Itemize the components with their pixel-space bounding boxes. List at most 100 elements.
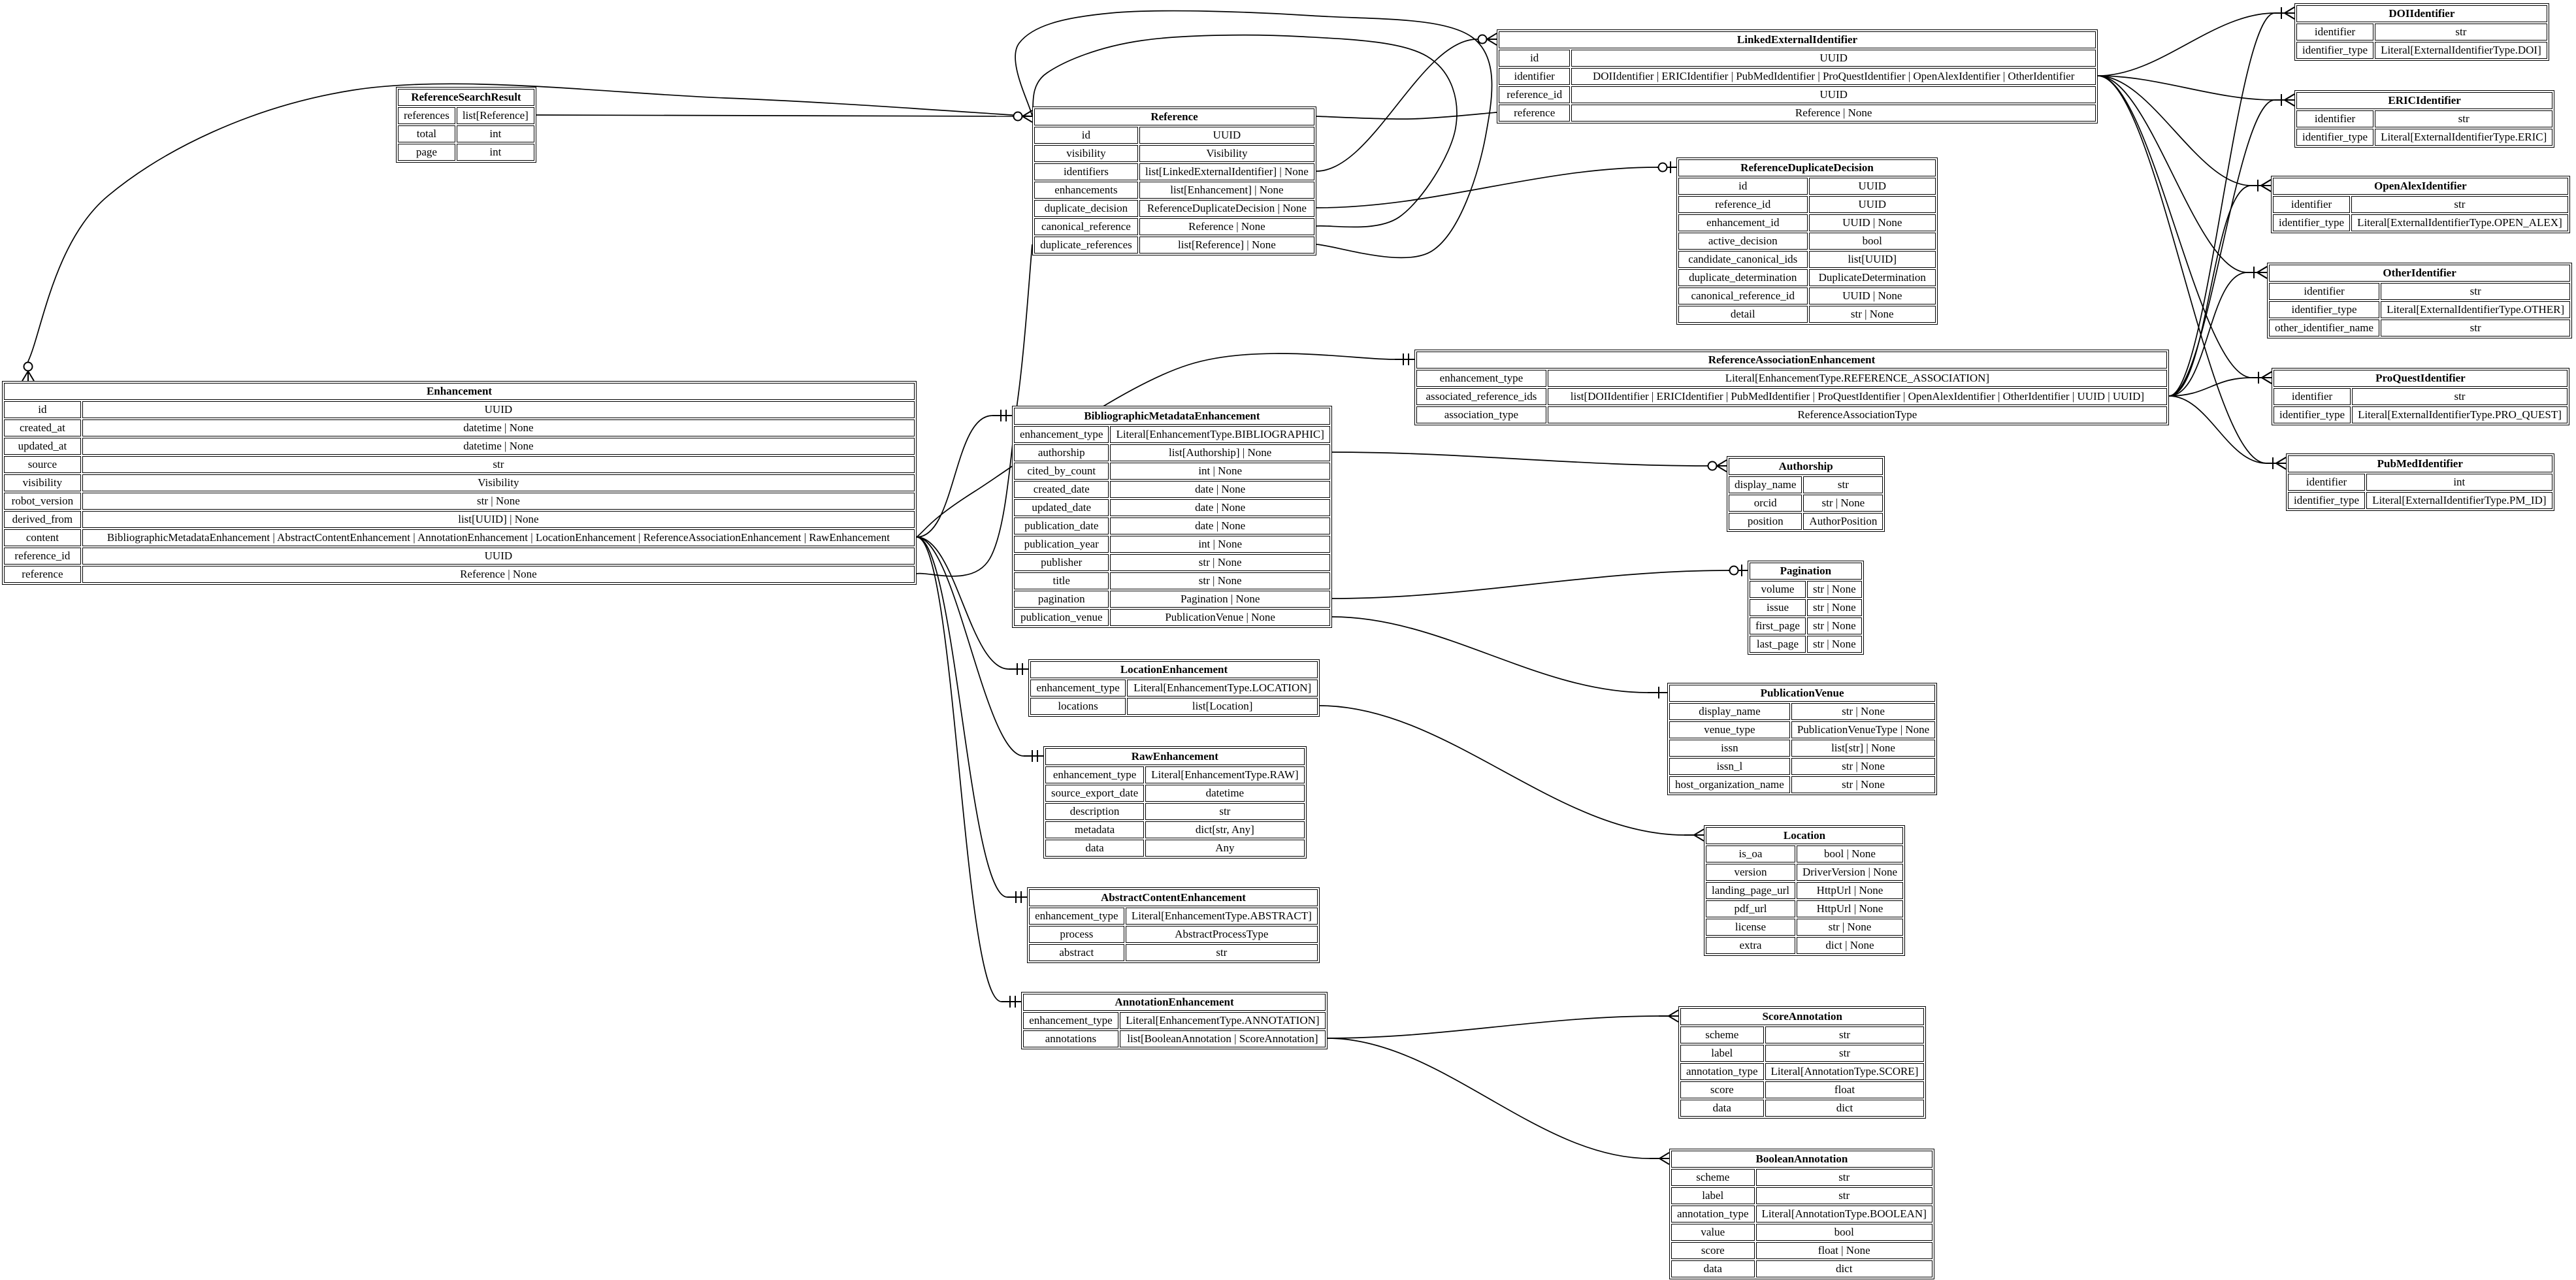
field-type: str xyxy=(1755,1187,1932,1204)
field-type: dict | None xyxy=(1796,937,1903,954)
cardinality-marker-zero-many xyxy=(1013,110,1033,123)
field-name: identifier xyxy=(2296,110,2374,127)
entity-title: LocationEnhancement xyxy=(1030,661,1318,678)
field-type: list[Location] xyxy=(1127,698,1318,715)
field-name: display_name xyxy=(1729,476,1802,493)
field-name: reference xyxy=(1499,105,1571,122)
field-type: str | None xyxy=(1808,306,1936,323)
entity-title: ReferenceDuplicateDecision xyxy=(1678,159,1936,176)
entity-title-row: Location xyxy=(1706,827,1903,844)
field-name: position xyxy=(1729,513,1802,530)
cardinality-marker-zero-many xyxy=(22,361,35,382)
edge-Reference.enhancements->Enhancement xyxy=(27,83,1033,362)
field-name: enhancement_type xyxy=(1014,426,1109,443)
entity-title-row: ReferenceSearchResult xyxy=(398,89,534,106)
field-name: identifier_type xyxy=(2274,406,2351,423)
field-type: str | None xyxy=(1791,776,1936,793)
field-type: UUID xyxy=(82,401,915,418)
field-type: Literal[AnnotationType.BOOLEAN] xyxy=(1755,1206,1932,1223)
field-type: UUID xyxy=(1571,86,2096,103)
entity-title-row: OtherIdentifier xyxy=(2269,265,2571,282)
field-type: Literal[ExternalIdentifierType.PM_ID] xyxy=(2366,492,2552,509)
edge-LocationEnhancement.locations->Location xyxy=(1319,705,1685,836)
edge-ReferenceSearchResult.references->Reference xyxy=(536,114,1013,117)
edge-Reference.canonical_reference->Reference xyxy=(1032,34,1458,228)
entity-title: PublicationVenue xyxy=(1669,685,1936,702)
edge-Enhancement.content->RawEnhancement xyxy=(916,536,1024,757)
field-name: other_identifier_name xyxy=(2269,320,2380,336)
cardinality-marker-many xyxy=(1659,1009,1679,1023)
field-name: id xyxy=(1678,178,1808,195)
field-type: DuplicateDetermination xyxy=(1808,269,1936,286)
edge-ReferenceAssociationEnhancement.associated_reference_ids->OpenAlexIdentifier xyxy=(2168,185,2252,397)
field-type: PublicationVenueType | None xyxy=(1791,721,1936,738)
edge-Enhancement.content->LocationEnhancement xyxy=(916,536,1009,670)
cardinality-marker-one-one xyxy=(992,410,1012,421)
field-type: str | None xyxy=(1110,554,1330,571)
field-name: enhancement_type xyxy=(1416,370,1546,387)
field-name: derived_from xyxy=(4,511,81,528)
field-type: UUID xyxy=(1571,50,2096,67)
field-name: duplicate_decision xyxy=(1034,200,1138,217)
field-name: data xyxy=(1671,1260,1755,1277)
entity-title-row: LinkedExternalIdentifier xyxy=(1499,31,2096,48)
field-type: Literal[EnhancementType.BIBLIOGRAPHIC] xyxy=(1110,426,1330,443)
field-name: enhancement_id xyxy=(1678,214,1808,231)
field-name: duplicate_determination xyxy=(1678,269,1808,286)
field-name: host_organization_name xyxy=(1669,776,1790,793)
field-name: publication_date xyxy=(1014,517,1109,534)
field-name: updated_date xyxy=(1014,499,1109,516)
entity-title-row: RawEnhancement xyxy=(1045,748,1305,765)
field-type: UUID xyxy=(82,548,915,565)
field-type: str | None xyxy=(1110,572,1330,589)
field-name: extra xyxy=(1706,937,1795,954)
edge-AnnotationEnhancement.annotations->ScoreAnnotation xyxy=(1327,1015,1659,1039)
field-type: str | None xyxy=(1791,703,1936,720)
field-name: scheme xyxy=(1671,1169,1755,1186)
field-name: locations xyxy=(1030,698,1126,715)
entity-title-row: ScoreAnnotation xyxy=(1680,1008,1925,1025)
entity-title-row: Authorship xyxy=(1729,458,1883,475)
field-type: str xyxy=(2381,320,2571,336)
entity-title: BibliographicMetadataEnhancement xyxy=(1014,408,1330,425)
field-name: source_export_date xyxy=(1045,785,1145,802)
field-type: datetime | None xyxy=(82,438,915,455)
field-type: Reference | None xyxy=(82,566,915,583)
markers xyxy=(22,7,2295,1165)
field-type: datetime xyxy=(1145,785,1305,802)
field-name: reference_id xyxy=(1678,196,1808,213)
entity-title-row: ReferenceDuplicateDecision xyxy=(1678,159,1936,176)
field-name: metadata xyxy=(1045,821,1145,838)
cardinality-marker-many xyxy=(1684,829,1704,842)
cardinality-marker-zero-one xyxy=(1657,161,1676,173)
cardinality-marker-one xyxy=(1648,687,1667,698)
